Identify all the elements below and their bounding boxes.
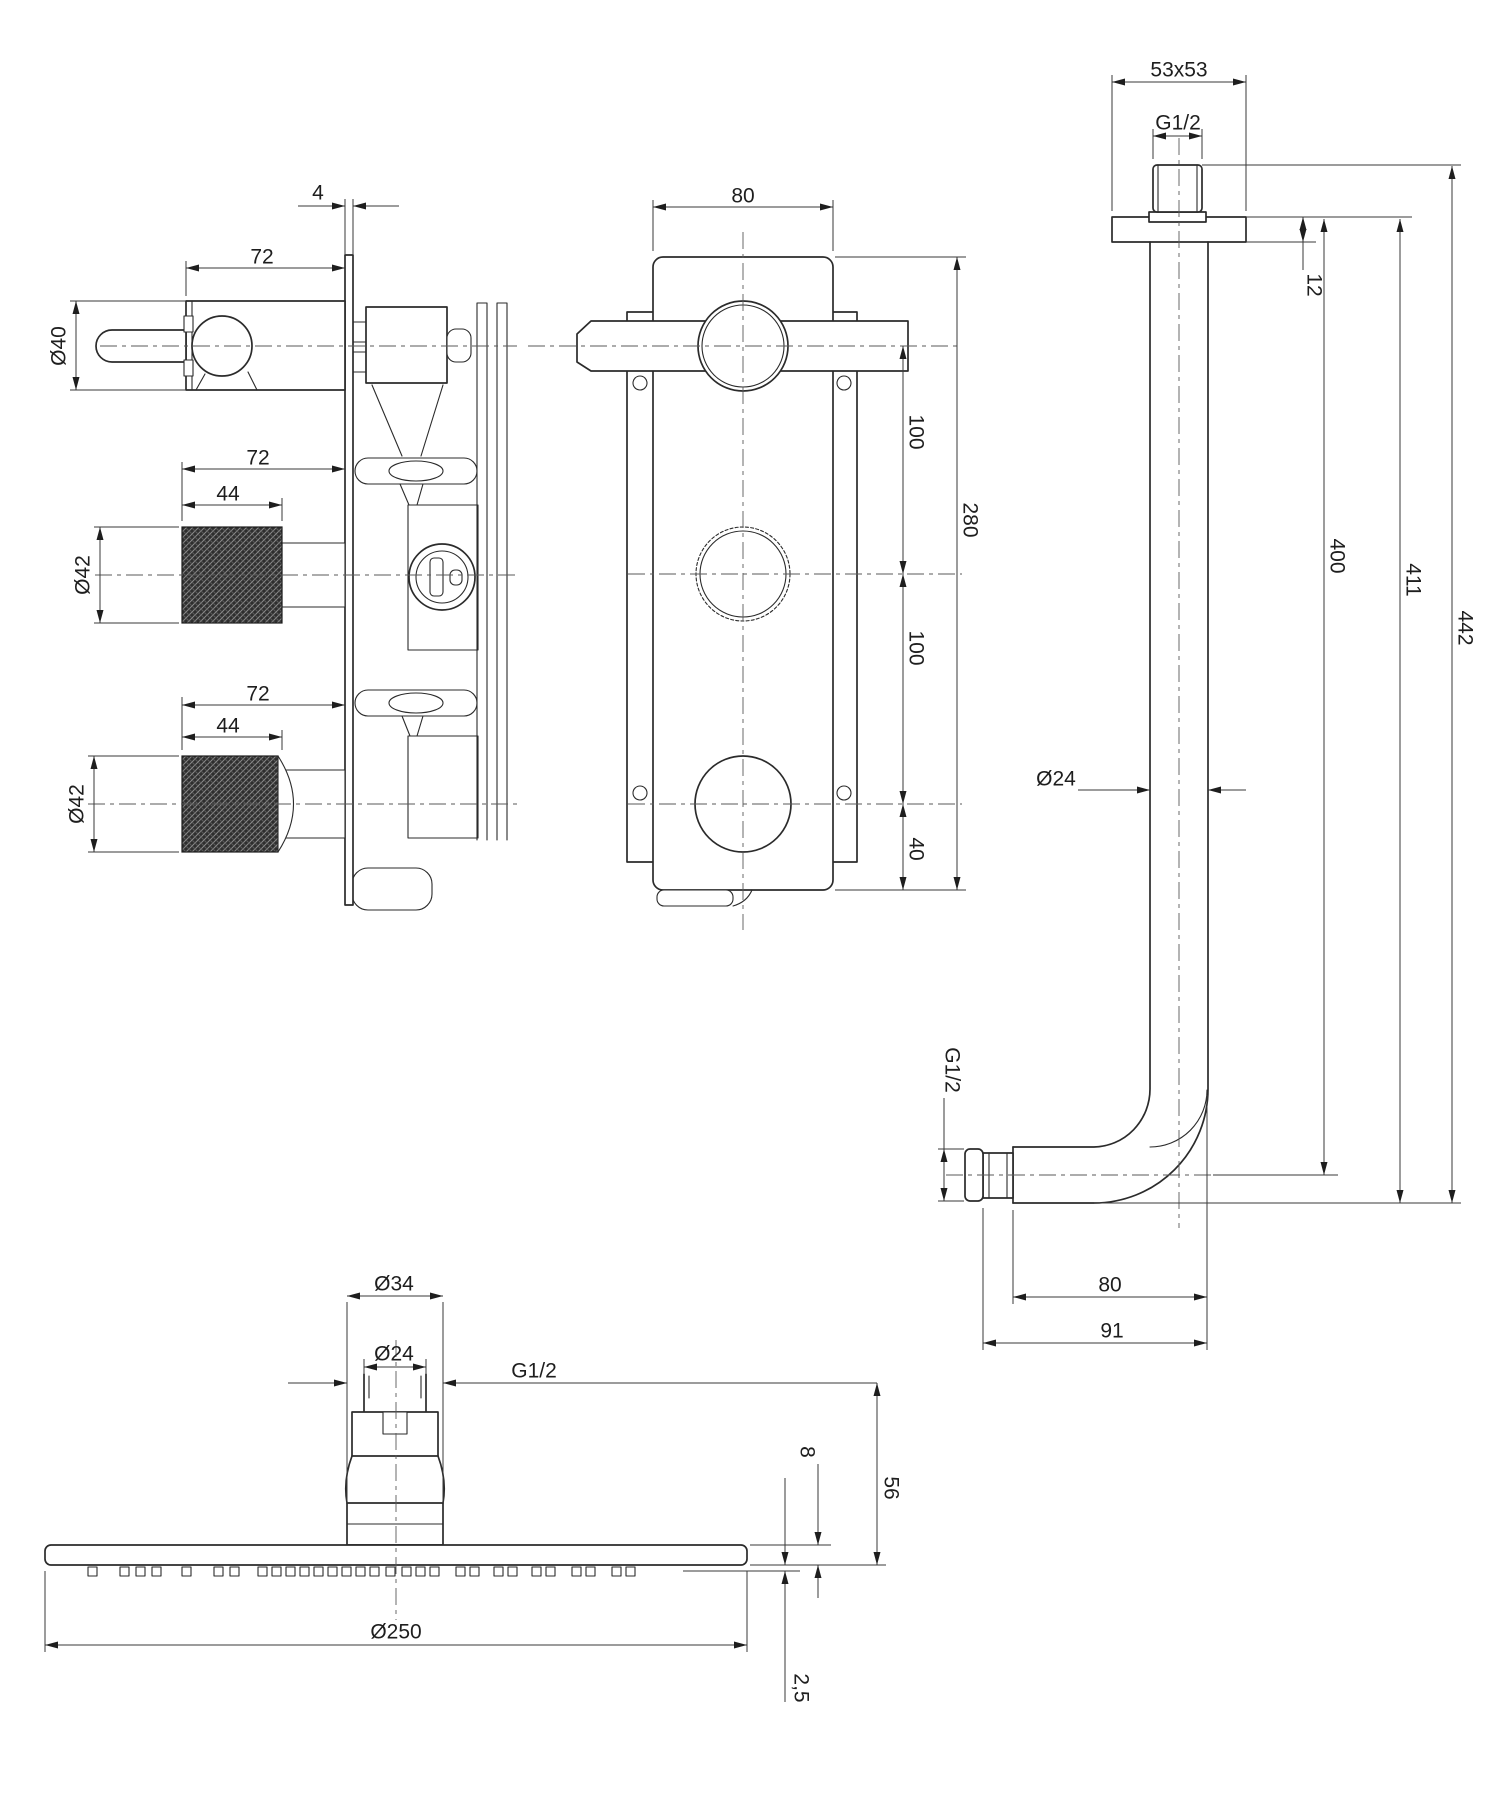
dim-label-side-mid-length: 72 bbox=[246, 447, 269, 470]
head-connector-nut bbox=[344, 1411, 446, 1504]
wall-plate-side bbox=[344, 254, 354, 906]
dim-side-mid-length: 72 bbox=[181, 447, 345, 521]
dim-arm-flange-thickness: 12 bbox=[1246, 216, 1412, 297]
dim-label-side-mid-knurl-length: 44 bbox=[216, 483, 240, 506]
dim-label-arm-thread-top: G1/2 bbox=[1155, 112, 1201, 135]
dim-head-inlet-dia: Ø24 bbox=[363, 1343, 427, 1373]
dim-label-head-hub-dia: Ø34 bbox=[374, 1273, 414, 1296]
dim-front-spacing-chain: 100 100 40 bbox=[835, 346, 966, 891]
dim-label-front-plate-height: 280 bbox=[959, 502, 982, 537]
dim-side-bottom-length: 72 bbox=[181, 683, 345, 750]
head-collar bbox=[346, 1502, 444, 1546]
dim-head-thread: G1/2 bbox=[288, 1360, 877, 1387]
screw-holes bbox=[632, 375, 852, 801]
dim-label-head-total-height: 56 bbox=[880, 1476, 903, 1499]
dim-label-side-bottom-length: 72 bbox=[246, 683, 269, 706]
dim-front-plate-width: 80 bbox=[652, 185, 834, 251]
dim-side-handle-length: 72 bbox=[185, 246, 345, 296]
bottom-tab bbox=[656, 889, 753, 907]
dim-label-side-handle-length: 72 bbox=[250, 246, 273, 269]
nozzle-row bbox=[87, 1566, 636, 1577]
dim-arm-length-442: 442 bbox=[1202, 164, 1477, 1203]
dim-label-head-disc-dia: Ø250 bbox=[370, 1621, 421, 1644]
arm-centerlines bbox=[946, 138, 1240, 1228]
dim-label-front-spacing-top: 100 bbox=[905, 414, 928, 449]
dim-side-bottom-dia: Ø42 bbox=[66, 755, 179, 853]
dim-arm-length-411: 411 bbox=[1094, 219, 1461, 1204]
dim-front-plate-height: 280 bbox=[835, 256, 982, 890]
dim-head-disc-dia: Ø250 bbox=[44, 1571, 748, 1652]
dim-label-arm-thread-wall: G1/2 bbox=[941, 1047, 964, 1093]
shower-arm-view: 53x53 G1/2 12 400 411 bbox=[938, 59, 1477, 1350]
dim-label-side-bottom-dia: Ø42 bbox=[66, 784, 89, 824]
valve-body bbox=[351, 306, 479, 911]
dim-label-arm-length-400: 400 bbox=[1326, 538, 1349, 573]
dim-label-arm-flange-thickness: 12 bbox=[1303, 273, 1326, 296]
dim-label-front-plate-width: 80 bbox=[731, 185, 754, 208]
head-inlet-pipe bbox=[363, 1373, 427, 1413]
dim-label-head-thread: G1/2 bbox=[511, 1360, 557, 1383]
dim-arm-thread-wall: G1/2 bbox=[938, 1047, 964, 1202]
dim-arm-pipe-dia: Ø24 bbox=[1036, 768, 1246, 794]
dim-side-mid-knurl-length: 44 bbox=[182, 483, 283, 521]
side-view-mixer: 72 4 Ø40 72 44 bbox=[48, 182, 517, 911]
dim-label-side-mid-dia: Ø42 bbox=[72, 555, 95, 595]
dim-head-plate-thickness: 8 bbox=[750, 1446, 831, 1598]
dim-arm-flange-size: 53x53 bbox=[1111, 59, 1247, 211]
cartridge-circle bbox=[408, 543, 476, 611]
dim-label-head-nozzle-height: 2,5 bbox=[790, 1673, 813, 1702]
lever-handle-side bbox=[95, 300, 346, 391]
dim-label-head-inlet-dia: Ø24 bbox=[374, 1343, 414, 1366]
dim-label-arm-horizontal-91: 91 bbox=[1100, 1320, 1123, 1343]
front-centerlines bbox=[528, 232, 962, 930]
dim-arm-horizontal-91: 91 bbox=[982, 1208, 1207, 1350]
dim-label-side-plate-thickness: 4 bbox=[312, 182, 324, 205]
dim-side-handle-dia: Ø40 bbox=[48, 300, 186, 391]
dim-label-side-handle-dia: Ø40 bbox=[48, 326, 71, 366]
dim-label-arm-pipe-dia: Ø24 bbox=[1036, 768, 1076, 791]
dim-arm-thread-top: G1/2 bbox=[1152, 112, 1203, 159]
front-view-mixer: 80 100 100 40 280 bbox=[528, 185, 982, 930]
dim-label-arm-length-411: 411 bbox=[1402, 563, 1425, 596]
dim-label-arm-horizontal-80: 80 bbox=[1098, 1274, 1121, 1297]
dim-side-plate-thickness: 4 bbox=[298, 182, 399, 255]
arm-top-nipple bbox=[1148, 164, 1207, 223]
dim-label-side-bottom-knurl-length: 44 bbox=[216, 715, 240, 738]
dim-label-front-spacing-bottom: 100 bbox=[905, 630, 928, 665]
dim-head-hub-dia: Ø34 bbox=[346, 1273, 444, 1503]
arm-wall-connector bbox=[964, 1148, 1014, 1202]
dim-side-mid-dia: Ø42 bbox=[72, 526, 179, 624]
lever-handle-front bbox=[576, 300, 909, 392]
dim-arm-horizontal-80: 80 bbox=[1012, 1095, 1208, 1350]
dim-label-front-bottom-offset: 40 bbox=[905, 837, 928, 860]
dim-label-arm-flange-size: 53x53 bbox=[1150, 59, 1207, 82]
dim-arm-length-400: 400 bbox=[1213, 219, 1349, 1176]
dim-side-bottom-knurl-length: 44 bbox=[182, 715, 283, 750]
dim-label-head-plate-thickness: 8 bbox=[796, 1446, 819, 1458]
dim-head-total-height: 56 bbox=[750, 1383, 903, 1566]
side-centerlines bbox=[88, 345, 517, 805]
dim-head-nozzle-height: 2,5 bbox=[683, 1478, 813, 1703]
wall-box-lines bbox=[476, 302, 508, 841]
dim-label-arm-length-442: 442 bbox=[1454, 610, 1477, 645]
shower-head-view: Ø34 Ø24 G1/2 56 8 bbox=[44, 1273, 903, 1703]
